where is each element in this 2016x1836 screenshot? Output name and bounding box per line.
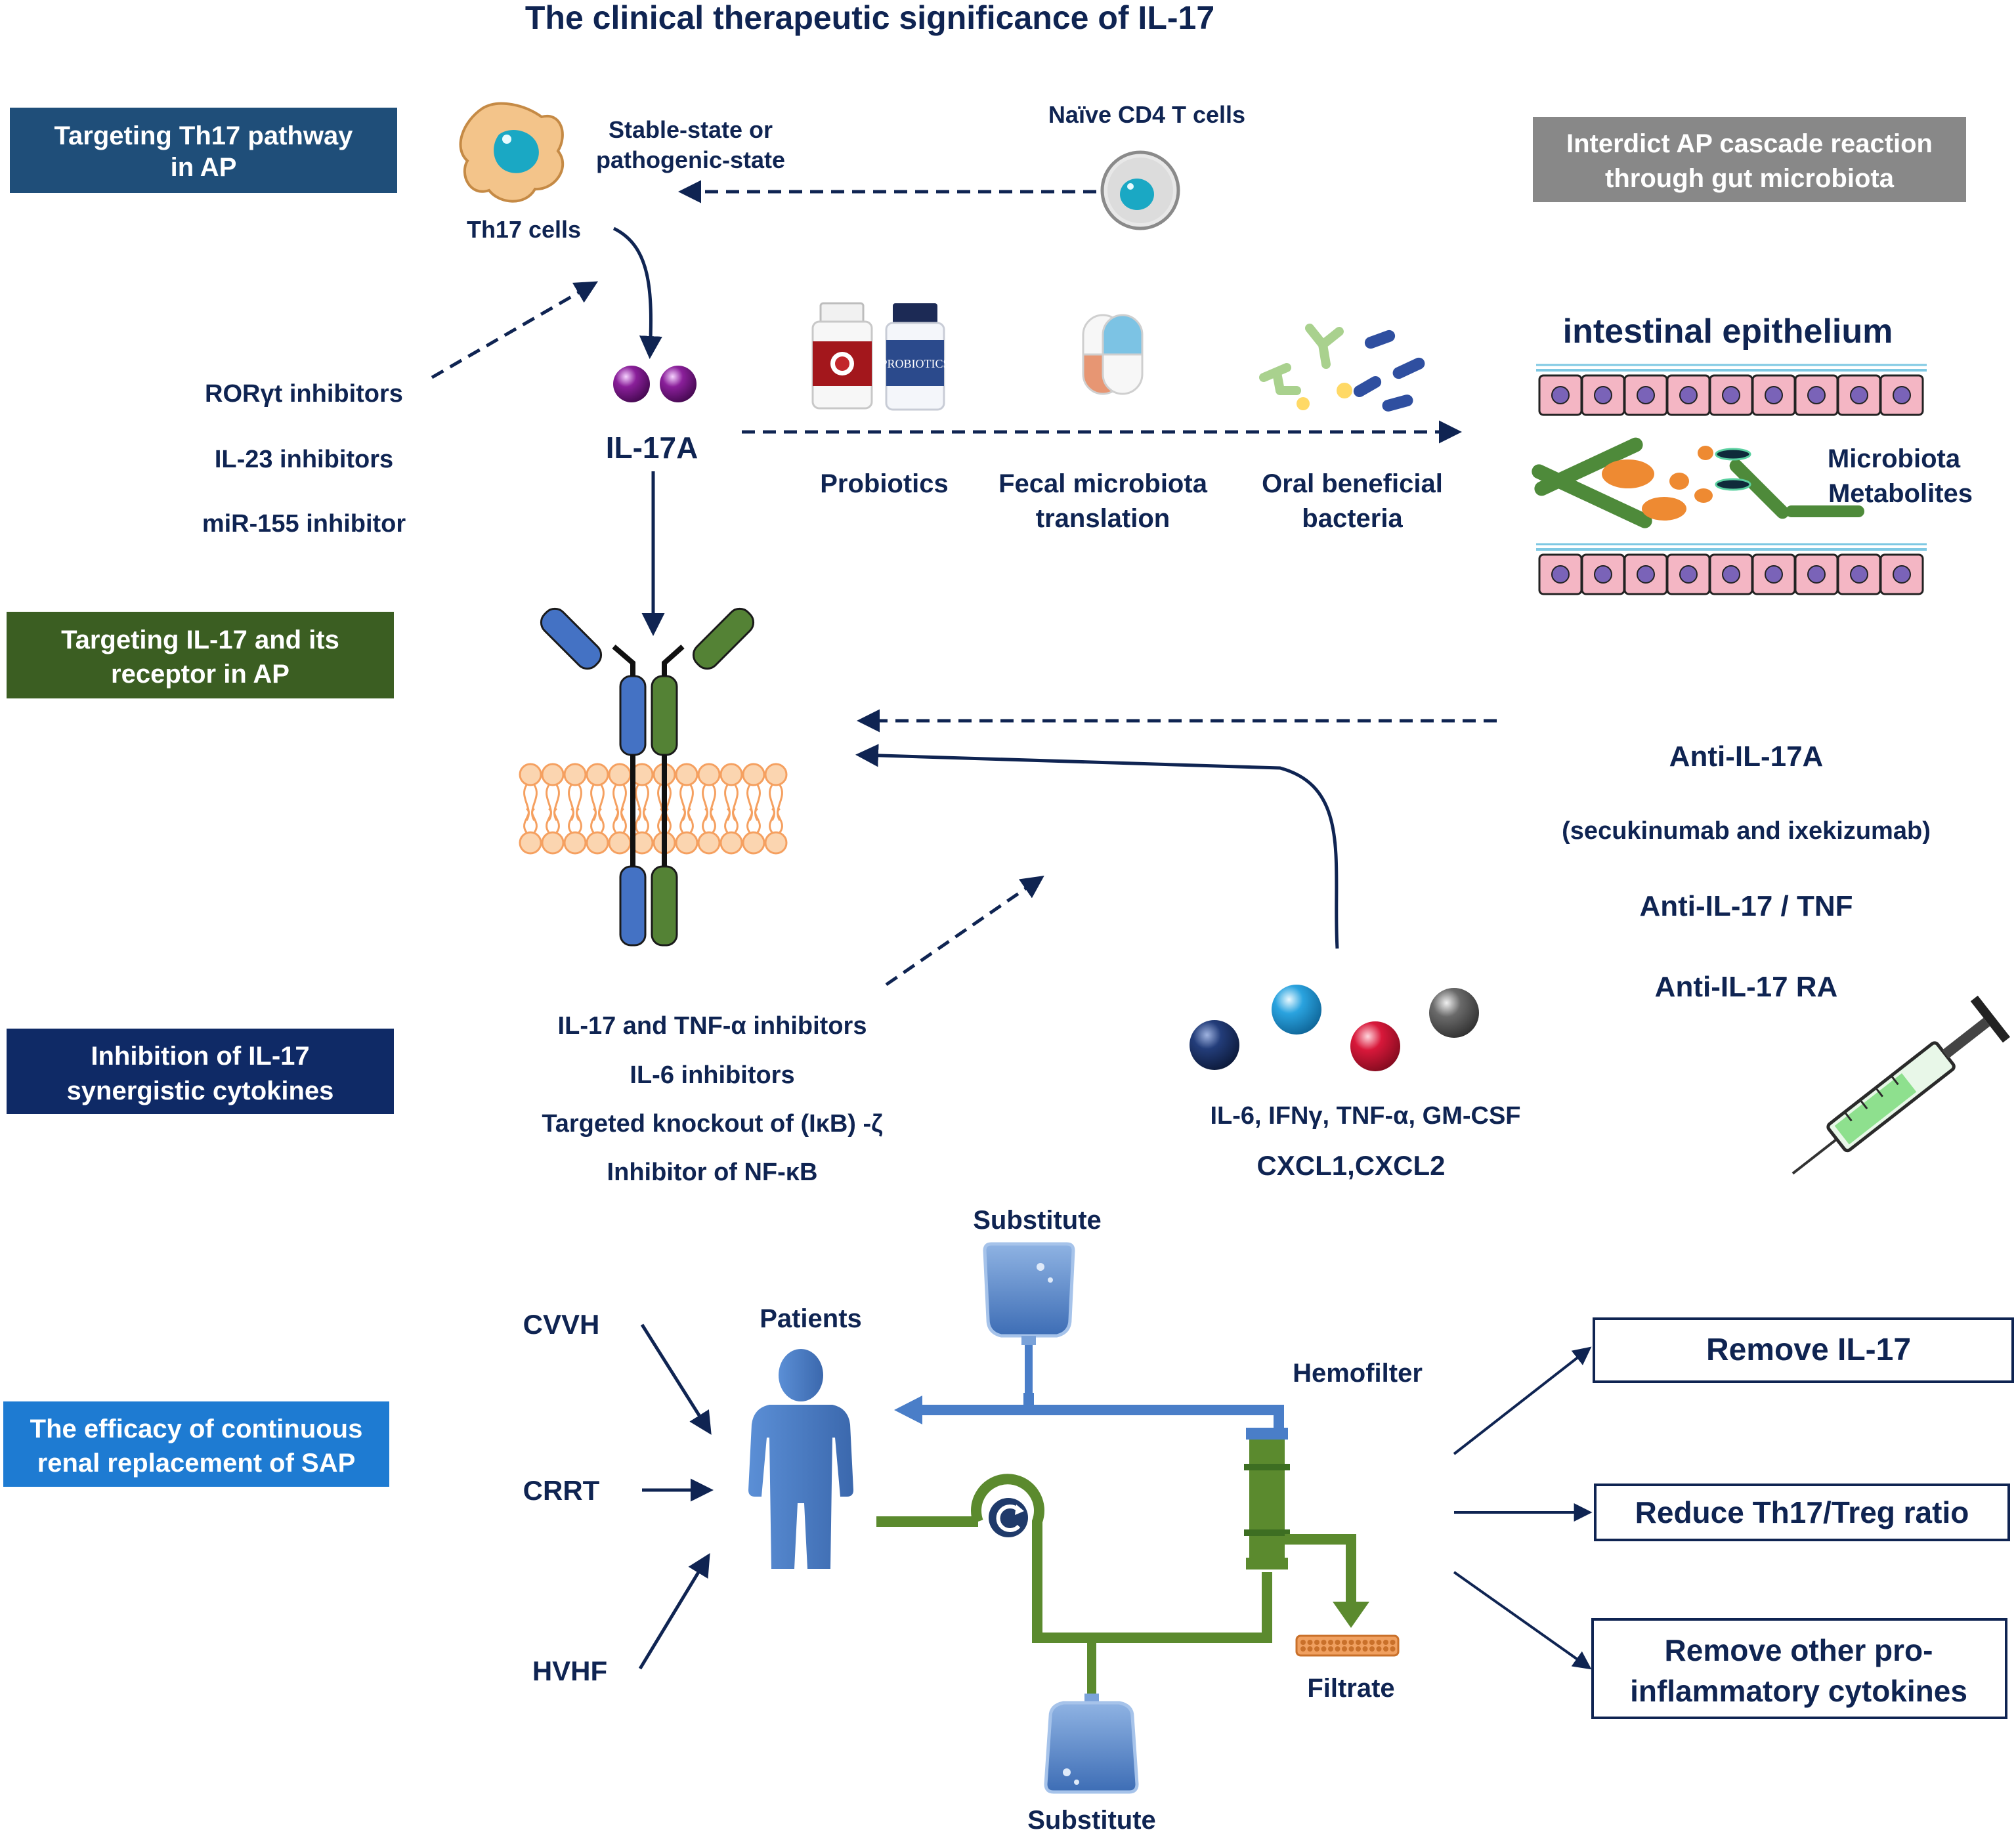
intervention-fecal-line1: Fecal microbiota [998, 469, 1208, 498]
epithelium-bottom-layer [1536, 543, 1927, 595]
antibody-anti-il17-tnf: Anti-IL-17 / TNF [1639, 890, 1853, 922]
substitute-bag-bottom-icon [1044, 1694, 1139, 1794]
synergy-inhibitor-nfkb: Inhibitor of NF-κB [607, 1159, 818, 1186]
section-box-synergy: Inhibition of IL-17 synergistic cytokine… [7, 1029, 394, 1114]
intervention-probiotics: Probiotics [820, 469, 949, 498]
synergy-inhibitor-il17-tnf: IL-17 and TNF-α inhibitors [558, 1012, 867, 1040]
cvvh-arrow [640, 1323, 712, 1435]
hvhf-arrow [638, 1553, 710, 1670]
section-box-th17: Targeting Th17 pathway in AP [10, 108, 397, 193]
intervention-fecal-line2: translation [1036, 504, 1170, 533]
probiotics-bottle-icon: PROBIOTICS [880, 303, 950, 411]
microbiota-icon [1532, 437, 1864, 528]
outcome-cytokines-line1: Remove other pro- [1665, 1633, 1933, 1667]
cytokine-sphere-icon [1350, 1021, 1400, 1071]
cytokine-sphere-icon [1429, 988, 1479, 1038]
section-box-synergy-line2: synergistic cytokines [67, 1077, 334, 1105]
probiotics-bottle-label: PROBIOTICS [880, 357, 949, 370]
inhibitor-rorgt: RORγt inhibitors [205, 380, 403, 408]
section-box-il17: Targeting IL-17 and its receptor in AP [7, 612, 394, 698]
section-box-synergy-line1: Inhibition of IL-17 [91, 1042, 309, 1071]
mode-crrt: CRRT [523, 1475, 600, 1506]
inhibitor-il23: IL-23 inhibitors [215, 446, 393, 473]
syringe-icon [1791, 995, 2011, 1175]
th17-cells-label: Th17 cells [467, 216, 581, 243]
patients-label: Patients [760, 1304, 862, 1333]
antibody-anti-il17-ra: Anti-IL-17 RA [1655, 971, 1838, 1003]
microbiota-label-line1: Microbiota [1828, 444, 1961, 473]
mode-cvvh: CVVH [523, 1309, 600, 1340]
page-title: The clinical therapeutic significance of… [525, 0, 1214, 36]
section-box-crrt-line2: renal replacement of SAP [37, 1449, 356, 1478]
synergy-inhibitor-ikb: Targeted knockout of (IκB) -ζ [542, 1110, 882, 1138]
section-box-crrt: The efficacy of continuous renal replace… [3, 1401, 389, 1487]
synergy-inhibitor-arrow [885, 876, 1044, 987]
naive-cd4-cell-icon [1100, 150, 1180, 230]
inhibitor-mir155: miR-155 inhibitor [202, 510, 406, 538]
capsule-icon [1082, 314, 1144, 395]
hemofilter-icon [1244, 1428, 1290, 1569]
inhibitor-to-th17-arrow [431, 281, 599, 379]
section-box-gut-line1: Interdict AP cascade reaction [1566, 129, 1933, 158]
outcome-box-remove-il17: Remove IL-17 [1593, 1317, 2014, 1383]
substitute-bottom-label: Substitute [1027, 1806, 1156, 1835]
cytokine-list-line1: IL-6, IFNγ, TNF-α, GM-CSF [1211, 1102, 1521, 1130]
cytokine-list-line2: CXCL1,CXCL2 [1256, 1150, 1445, 1181]
il17-receptor-icon [540, 607, 755, 947]
epithelium-title: intestinal epithelium [1563, 312, 1893, 351]
hemofilter-label: Hemofilter [1293, 1359, 1423, 1388]
cytokine-sphere-icon [1272, 985, 1321, 1035]
state-label-line2: pathogenic-state [596, 146, 785, 173]
section-box-crrt-line1: The efficacy of continuous [30, 1415, 363, 1443]
outcome-th17-treg: Reduce Th17/Treg ratio [1635, 1495, 1969, 1529]
section-box-il17-line1: Targeting IL-17 and its [61, 626, 339, 654]
section-box-gut: Interdict AP cascade reaction through gu… [1533, 117, 1966, 202]
section-box-th17-line1: Targeting Th17 pathway [54, 121, 354, 150]
mode-hvhf: HVHF [532, 1655, 607, 1686]
state-label-line1: Stable-state or [609, 116, 773, 143]
il17a-label: IL-17A [606, 431, 698, 465]
microbiota-label-line2: Metabolites [1828, 479, 1973, 508]
filtrate-label: Filtrate [1307, 1674, 1394, 1703]
il17a-molecule-icon [660, 366, 697, 402]
antibody-anti-il17a: Anti-IL-17A [1669, 740, 1824, 773]
section-box-gut-line2: through gut microbiota [1605, 164, 1895, 193]
substitute-top-label: Substitute [973, 1206, 1102, 1235]
il17a-molecule-icon [613, 366, 650, 402]
cytokine-to-receptor-arrow [855, 744, 1339, 949]
section-box-il17-line2: receptor in AP [111, 660, 290, 689]
th17-to-il17a-arrow [612, 226, 662, 359]
patient-figure-icon [748, 1349, 853, 1569]
synergy-inhibitor-il6: IL-6 inhibitors [630, 1061, 794, 1089]
section-box-th17-line2: in AP [171, 153, 237, 182]
substitute-bag-top-icon [983, 1242, 1075, 1345]
cytokine-sphere-icon [1190, 1020, 1239, 1070]
outcome-box-cytokines: Remove other pro- inflammatory cytokines [1591, 1618, 2007, 1719]
cell-membrane [519, 763, 788, 855]
filtrate-pad-icon [1295, 1634, 1400, 1657]
intervention-oral-line1: Oral beneficial [1262, 469, 1443, 498]
outcome-remove-il17: Remove IL-17 [1706, 1333, 1911, 1367]
intervention-oral-line2: bacteria [1302, 504, 1403, 533]
antibody-secukinumab: (secukinumab and ixekizumab) [1562, 817, 1931, 845]
blood-return-arrowhead [894, 1396, 922, 1424]
outcome-box-th17-treg: Reduce Th17/Treg ratio [1594, 1484, 2010, 1541]
filtrate-arrowhead [1333, 1602, 1369, 1628]
bacteria-icon [1259, 324, 1425, 412]
pump-icon [989, 1498, 1028, 1537]
probiotic-bottle-icon [811, 302, 873, 410]
outcome-arrow-1 [1453, 1346, 1592, 1455]
epithelium-top-layer [1536, 364, 1927, 416]
th17-cell-icon [459, 102, 565, 203]
outcome-arrow-3 [1453, 1571, 1592, 1670]
naive-cd4-label: Naïve CD4 T cells [1048, 101, 1245, 128]
outcome-cytokines-line2: inflammatory cytokines [1630, 1674, 1967, 1708]
